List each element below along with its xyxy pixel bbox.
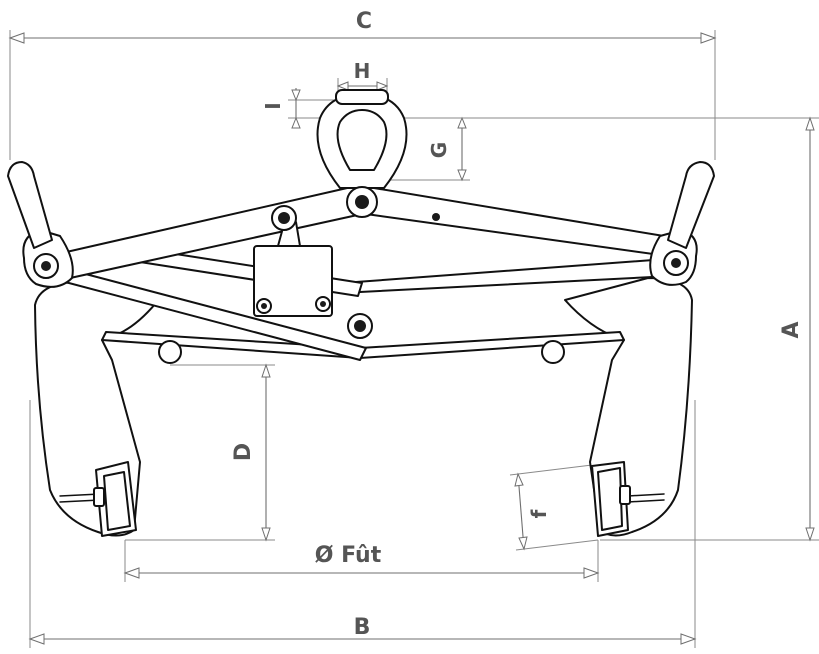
right-clamp-pad (591, 461, 665, 537)
dimension-f (509, 464, 599, 551)
shackle-eye (336, 109, 388, 171)
small-rivet (432, 213, 440, 221)
dimension-i (288, 88, 340, 129)
label-h: H (354, 59, 371, 83)
shackle-top-bar (335, 89, 389, 105)
label-f: f (527, 509, 551, 518)
dimension-b (28, 400, 697, 648)
dimension-c (8, 30, 717, 160)
dimension-fut (123, 540, 600, 582)
dimension-a (400, 116, 819, 542)
left-handle (7, 161, 53, 249)
left-jaw-roller (158, 340, 182, 364)
label-c: C (356, 9, 372, 34)
label-b: B (354, 615, 371, 640)
label-d: D (231, 443, 256, 461)
label-g: G (427, 142, 451, 158)
label-fut: Ø Fût (315, 543, 382, 568)
pivot-pins (33, 186, 689, 364)
left-clamp-pad (59, 461, 137, 537)
right-jaw-roller (541, 340, 565, 364)
dimension-d (125, 363, 275, 542)
label-a: A (779, 321, 804, 338)
label-i: I (261, 102, 285, 109)
upper-right-arm (361, 185, 683, 259)
right-handle (667, 161, 715, 249)
